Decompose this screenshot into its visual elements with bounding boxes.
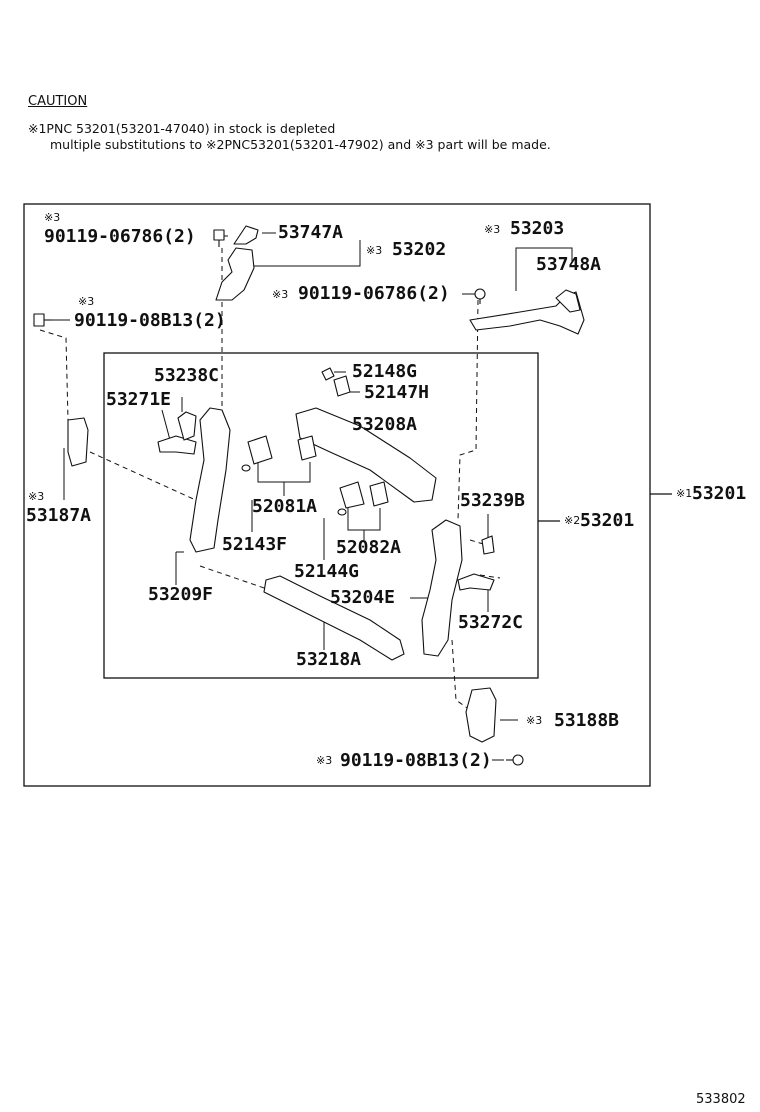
label-53272c: 53272C [458, 612, 524, 633]
label-53188b: 53188B [554, 710, 620, 731]
label-53201-substitute: 53201 [580, 510, 635, 531]
note-mark-1: ※1 [676, 487, 693, 500]
note-mark-3: ※3 [366, 244, 383, 257]
bracket-53187a [67, 417, 89, 467]
clip-52143f [241, 464, 251, 472]
label-52144g: 52144G [294, 561, 360, 582]
label-52147h: 52147H [364, 382, 430, 403]
clip-52148g [321, 367, 335, 381]
brace-53203 [469, 291, 585, 335]
note-mark-3: ※3 [316, 754, 333, 767]
bracket-53238c [177, 411, 197, 441]
caution-line-2: multiple substitutions to ※2PNC53201(532… [50, 137, 551, 152]
bolt-icon [33, 313, 52, 327]
note-mark-3: ※3 [78, 295, 95, 308]
label-53209f: 53209F [148, 584, 214, 605]
crossmember-53218a [263, 575, 405, 661]
label-53238c: 53238C [154, 365, 220, 386]
label-53748a: 53748A [536, 254, 602, 275]
label-52082a: 52082A [336, 537, 402, 558]
label-53201: 53201 [692, 483, 747, 504]
clip-52147h [333, 375, 351, 397]
bracket-53272c [457, 573, 495, 591]
note-mark-3: ※3 [484, 223, 501, 236]
caution-line-1: ※1PNC 53201(53201-47040) in stock is dep… [28, 121, 336, 136]
note-mark-3: ※3 [44, 211, 61, 224]
block-52082a-2 [369, 481, 389, 507]
label-53203: 53203 [510, 218, 565, 239]
bracket-53239b [481, 535, 495, 555]
note-mark-3: ※3 [28, 490, 45, 503]
label-90119-08b13-b: 90119-08B13(2) [340, 750, 492, 771]
pillar-53204e [421, 519, 463, 657]
label-90119-08b13: 90119-08B13(2) [74, 310, 226, 331]
outer-frame [23, 203, 651, 787]
label-52081a: 52081A [252, 496, 318, 517]
block-52081a-2 [297, 435, 317, 461]
crossmember-53208a [295, 407, 437, 503]
label-53271e: 53271E [106, 389, 172, 410]
figure-id: 533802 [696, 1092, 746, 1107]
label-52143f: 52143F [222, 534, 288, 555]
note-mark-3: ※3 [272, 288, 289, 301]
label-52148g: 52148G [352, 361, 418, 382]
bracket-53747a [233, 225, 259, 245]
bolt-icon [474, 288, 486, 304]
label-53239b: 53239B [460, 490, 526, 511]
caution-title: CAUTION [28, 94, 88, 109]
label-53202: 53202 [392, 239, 447, 260]
label-53208a: 53208A [352, 414, 418, 435]
inner-frame [103, 352, 539, 679]
support-53202 [215, 247, 255, 301]
block-52081a-1 [247, 435, 273, 465]
bracket-53748a [555, 289, 581, 313]
label-90119-06786: 90119-06786(2) [44, 226, 196, 247]
bracket-53188b [465, 687, 497, 743]
pillar-53209f [189, 407, 231, 553]
label-53218a: 53218A [296, 649, 362, 670]
label-53747a: 53747A [278, 222, 344, 243]
bolt-icon [213, 229, 225, 247]
block-52082a-1 [339, 481, 365, 509]
label-90119-06786-b: 90119-06786(2) [298, 283, 450, 304]
note-mark-3: ※3 [526, 714, 543, 727]
bracket-53271e [157, 435, 197, 455]
label-53187a: 53187A [26, 505, 92, 526]
clip-52144g [337, 508, 347, 516]
bolt-icon [506, 754, 524, 766]
label-53204e: 53204E [330, 587, 396, 608]
note-mark-2: ※2 [564, 514, 581, 527]
